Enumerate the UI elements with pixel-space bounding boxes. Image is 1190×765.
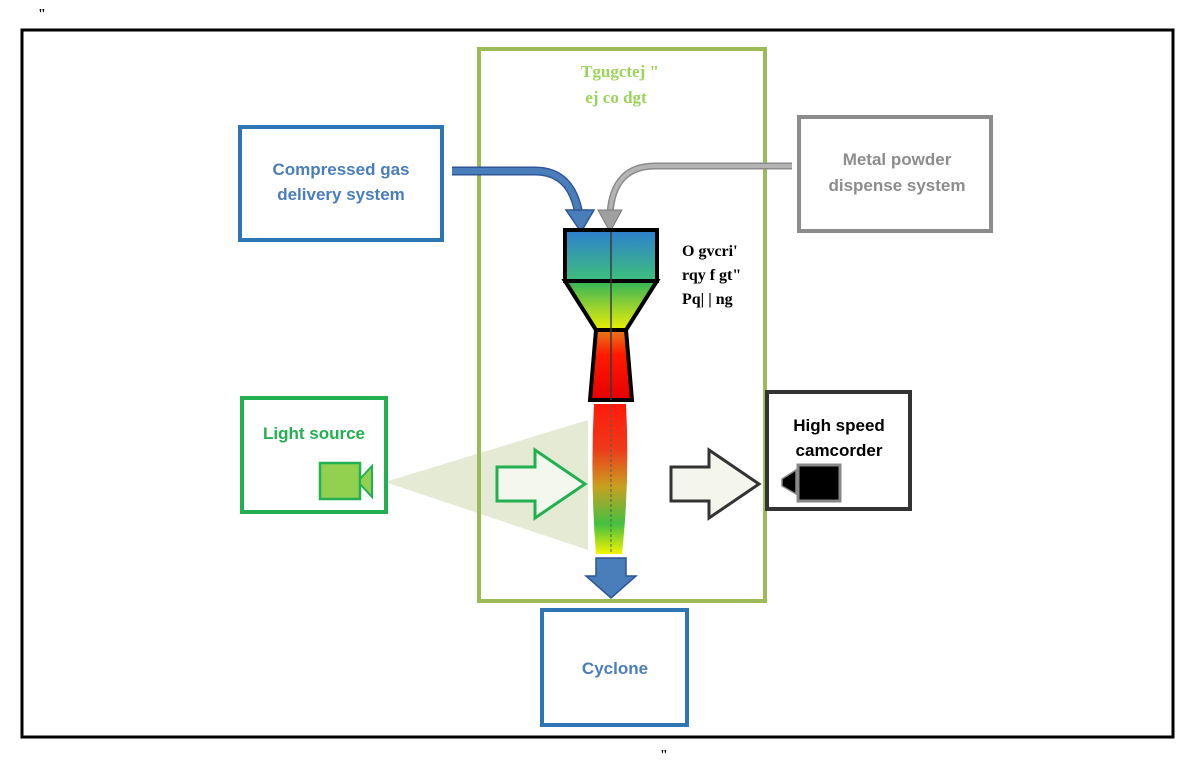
gas-feed-arrowhead [564, 209, 596, 234]
outer-frame [20, 28, 1175, 739]
powder-label-line2: dispense system [828, 176, 965, 195]
camcorder-label-line2: camcorder [796, 441, 883, 460]
powder-dispense-box [797, 115, 993, 233]
camcorder-label-line1: High speed [793, 416, 885, 435]
bottom-quote-mark: " [660, 748, 668, 763]
nozzle-label-line1: O gvcri' [682, 243, 738, 260]
camera-direction-arrow [669, 447, 762, 521]
cyclone-box [540, 608, 689, 727]
light-lamp-body [318, 461, 362, 501]
light-lamp-lens [359, 463, 373, 500]
gas-feed-arrow [452, 168, 582, 216]
cyclone-label: Cyclone [582, 659, 648, 678]
light-source-label: Light source [263, 424, 365, 443]
nozzle [561, 228, 661, 402]
gas-label-line2: delivery system [277, 185, 405, 204]
light-source-box [240, 396, 388, 514]
gas-label-line1: Compressed gas [273, 160, 410, 179]
light-direction-arrow [495, 447, 588, 521]
powder-feed-arrow-inner [608, 164, 792, 215]
gas-delivery-box [238, 125, 444, 242]
top-quote-mark: " [38, 7, 46, 22]
spray-plume [592, 404, 628, 554]
nozzle-label-line2: rqy f gt" [682, 267, 741, 284]
nozzle-label-line3: Pq| | ng [682, 291, 733, 308]
powder-label-line1: Metal powder [843, 150, 952, 169]
chamber-outline [477, 47, 767, 603]
camcorder-body [796, 463, 842, 503]
exit-arrow [584, 557, 638, 599]
camcorder-lens [781, 468, 797, 496]
chamber-label-line2: ej co dgt [585, 88, 647, 107]
light-source-icon [318, 461, 373, 501]
chamber-label-line1: Tgugctej " [581, 62, 659, 81]
camcorder-icon [781, 463, 842, 503]
powder-feed-arrowhead [597, 209, 623, 234]
